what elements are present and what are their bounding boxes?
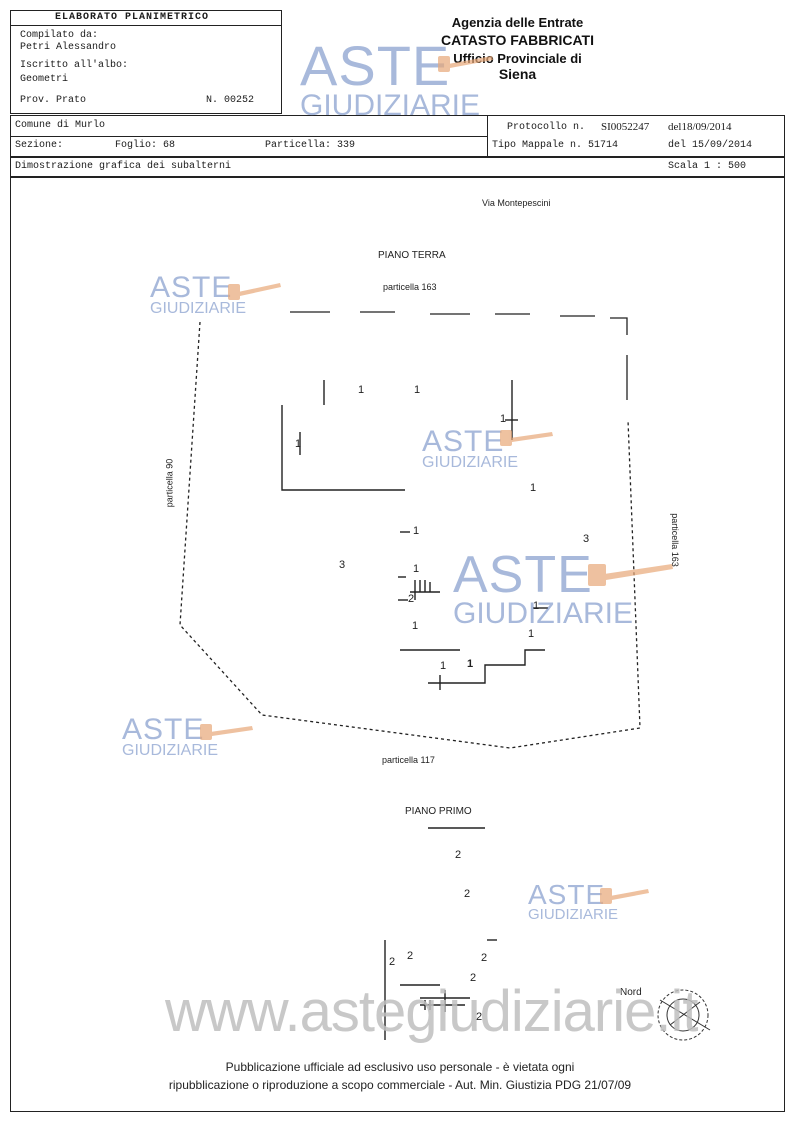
sezione-label: Sezione: — [15, 140, 64, 151]
comune: Comune di Murlo — [15, 120, 106, 131]
dimostrazione-text: Dimostrazione grafica dei subalterni — [15, 161, 232, 172]
watermark-logo: ASTE GIUDIZIARIE — [422, 425, 519, 471]
iscritto-label: Iscritto all'albo: — [20, 60, 129, 71]
subaltern-number: 2 — [407, 950, 414, 962]
n-value: N. 00252 — [206, 95, 255, 106]
north-arrow-graphic — [657, 989, 711, 1041]
protocollo-value: SI0052247 — [601, 121, 650, 133]
info-left-row-divider — [10, 136, 487, 137]
prov-label: Prov. Prato — [20, 95, 87, 106]
subaltern-number: 1 — [413, 563, 420, 575]
gavel-icon — [600, 888, 649, 904]
protocollo-date: del18/09/2014 — [668, 121, 732, 133]
subaltern-number: 1 — [358, 384, 365, 396]
nord-label: Nord — [620, 987, 642, 998]
subaltern-number: 1 — [530, 482, 537, 494]
subaltern-number: 1 — [413, 525, 420, 537]
tipo-date: del 15/09/2014 — [668, 140, 753, 151]
agency-block: Agenzia delle Entrate CATASTO FABBRICATI… — [405, 15, 630, 82]
gavel-icon — [200, 724, 253, 740]
particella-bottom-label: particella 117 — [382, 755, 435, 765]
street-label: Via Montepescini — [482, 198, 551, 208]
drawing-frame — [10, 177, 785, 1112]
compilato-label: Compilato da: — [20, 30, 99, 41]
gavel-icon — [588, 564, 673, 586]
subaltern-number: 1 — [295, 438, 302, 450]
subaltern-number: 2 — [481, 952, 488, 964]
building-lines — [281, 380, 548, 690]
header-box — [10, 10, 282, 114]
gavel-icon — [438, 56, 493, 72]
subaltern-number: 1 — [500, 413, 507, 425]
protocollo-label: Protocollo n. — [507, 122, 586, 133]
particella-top-label: particella 163 — [383, 282, 437, 292]
subaltern-number: 2 — [470, 972, 477, 984]
subaltern-number: 2 — [408, 593, 415, 605]
watermark-logo: ASTE GIUDIZIARIE — [453, 546, 634, 630]
subaltern-number: 1 — [533, 600, 540, 612]
subaltern-number: 3 — [339, 559, 346, 571]
watermark-logo: ASTE GIUDIZIARIE — [528, 879, 619, 923]
subaltern-number: 1 — [414, 384, 421, 396]
particella: Particella: 339 — [265, 140, 356, 151]
subaltern-number: 2 — [464, 888, 471, 900]
piano-terra-label: PIANO TERRA — [378, 250, 446, 261]
subaltern-number: 1 — [412, 620, 419, 632]
subaltern-number: 1 — [440, 660, 447, 672]
scala: Scala 1 : 500 — [668, 161, 747, 172]
piano-primo-lines — [384, 827, 497, 1040]
watermark-logo: ASTE GIUDIZIARIE — [150, 271, 247, 317]
subaltern-number: 2 — [389, 956, 396, 968]
footer-line2: ripubblicazione o riproduzione a scopo c… — [168, 1078, 632, 1092]
iscritto-value: Geometri — [20, 74, 69, 85]
site-watermark: www.astegiudiziarie.it — [165, 979, 698, 1044]
foglio: Foglio: 68 — [115, 140, 176, 151]
subaltern-number: 2 — [455, 849, 462, 861]
subaltern-number: 3 — [583, 533, 590, 545]
header-title: ELABORATO PLANIMETRICO — [55, 12, 210, 23]
subaltern-number: 2 — [476, 1011, 483, 1023]
agency-line2: CATASTO FABBRICATI — [441, 32, 594, 48]
tipo-mappale: Tipo Mappale n. 51714 — [492, 140, 619, 151]
parcel-outline — [179, 311, 641, 749]
watermark-logo: ASTE GIUDIZIARIE — [122, 713, 219, 759]
dimostrazione-box — [10, 157, 785, 177]
footer-line1: Pubblicazione ufficiale ad esclusivo uso… — [225, 1060, 575, 1074]
gavel-icon — [500, 430, 553, 446]
footer-notice: Pubblicazione ufficiale ad esclusivo uso… — [100, 1058, 700, 1094]
agency-line4: Siena — [498, 66, 537, 82]
agency-line3: Ufficio Provinciale di — [453, 51, 582, 66]
watermark-logo: ASTE GIUDIZIARIE — [300, 34, 481, 122]
piano-primo-label: PIANO PRIMO — [405, 806, 472, 817]
header-title-divider — [10, 25, 282, 26]
compilato-name: Petri Alessandro — [20, 42, 117, 53]
agency-line1: Agenzia delle Entrate — [451, 15, 584, 30]
subaltern-number: 1 — [528, 628, 535, 640]
gavel-icon — [228, 283, 281, 300]
info-vertical-divider — [487, 115, 488, 157]
subaltern-number: 1 — [467, 658, 474, 670]
